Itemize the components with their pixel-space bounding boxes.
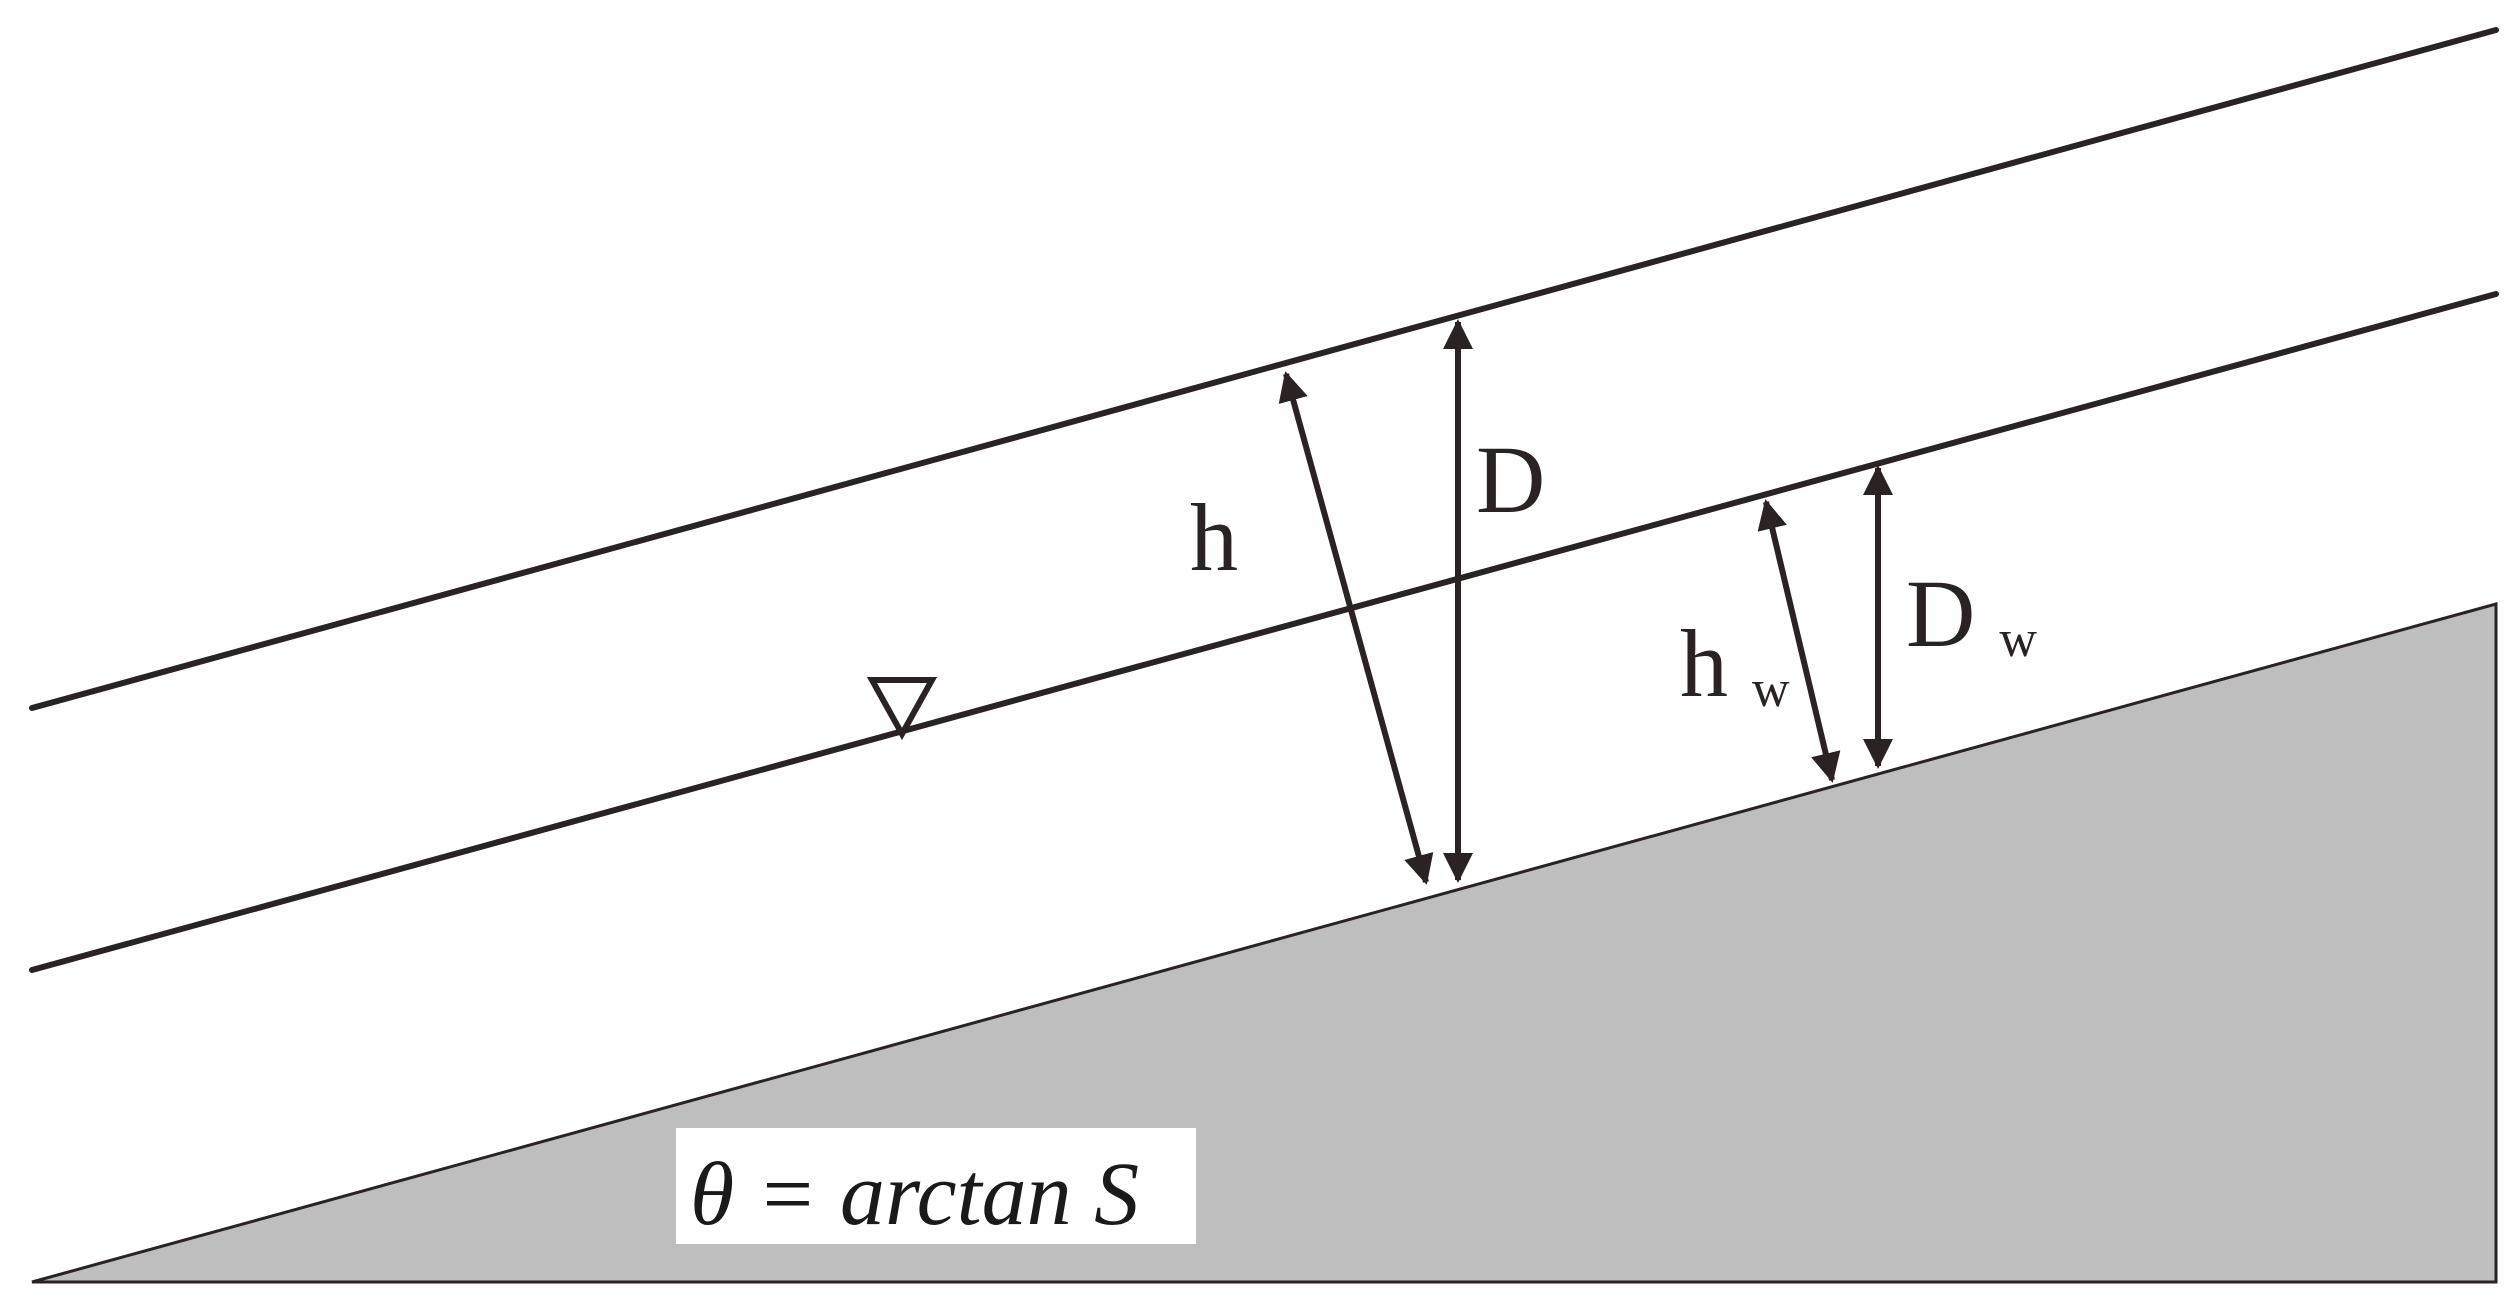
water-table-line <box>29 291 2499 973</box>
formula-text: θ = arctan S <box>690 1145 1139 1244</box>
dw-label: D w <box>1906 560 2037 668</box>
triangle-down-icon <box>866 677 938 741</box>
hw-label: h w <box>1680 610 1790 718</box>
h-arrow <box>1278 371 1434 885</box>
ground-surface-line <box>29 27 2499 711</box>
dw-label-base: D <box>1906 560 1975 667</box>
hw-label-subscript: w <box>1752 661 1790 718</box>
d-label: D <box>1476 426 1545 533</box>
hw-label-base: h <box>1680 610 1728 717</box>
formula-background <box>676 1128 1196 1244</box>
h-label: h <box>1190 484 1238 591</box>
dw-label-subscript: w <box>1999 611 2037 668</box>
hw-arrow <box>1757 499 1841 783</box>
bedrock-wedge <box>31 602 2498 1284</box>
